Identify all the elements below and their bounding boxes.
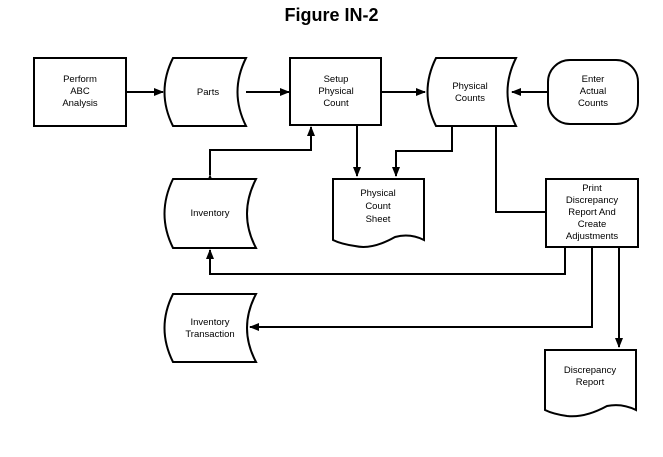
label-line: Parts	[197, 87, 219, 98]
label-line: Physical	[452, 81, 487, 92]
label-line: Counts	[455, 93, 485, 104]
label-line: Count	[365, 201, 391, 212]
svg-text:Inventory: Inventory	[190, 208, 229, 219]
label-line: Report And	[568, 207, 616, 218]
edge-setup-inventory	[206, 126, 315, 184]
label-line: Inventory	[190, 317, 229, 328]
label-line: Counts	[578, 98, 608, 109]
edge-counts-to-print	[495, 125, 546, 213]
label-line: Physical	[360, 188, 395, 199]
svg-text:Parts: Parts	[197, 87, 219, 98]
figure-title: Figure IN-2	[284, 5, 379, 25]
edge-counts-to-sheet	[392, 125, 453, 177]
label-line: Create	[578, 219, 607, 230]
label-line: Discrepancy	[566, 195, 619, 206]
label-line: Print	[582, 183, 602, 194]
node-parts[interactable]: Parts	[163, 57, 248, 127]
label-line: Perform	[63, 74, 97, 85]
edge-print-to-inventory	[206, 247, 566, 275]
label-line: Enter	[582, 74, 605, 85]
label-line: Count	[323, 98, 349, 109]
label-line: Transaction	[185, 329, 234, 340]
label-line: Inventory	[190, 208, 229, 219]
label-line: Setup	[324, 74, 349, 85]
label-line: Report	[576, 377, 605, 388]
label-line: Analysis	[62, 98, 98, 109]
label-line: Discrepancy	[564, 365, 617, 376]
label-line: Sheet	[366, 214, 391, 225]
label-line: ABC	[70, 86, 90, 97]
label-line: Physical	[318, 86, 353, 97]
node-inventory[interactable]: Inventory	[163, 178, 258, 249]
edge-print-to-transaction	[249, 247, 593, 331]
label-line: Adjustments	[566, 231, 619, 242]
label-line: Actual	[580, 86, 606, 97]
